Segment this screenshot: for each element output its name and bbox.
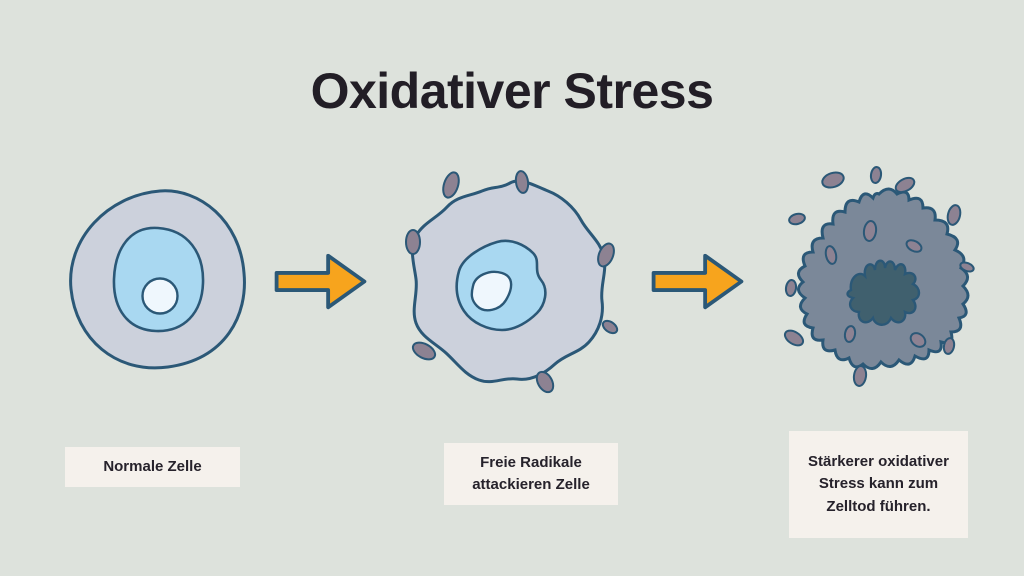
free-radical-icon [535,370,555,394]
free-radical-icon [959,261,975,273]
free-radical-icon [788,212,806,226]
cell-nucleus [846,259,921,326]
arrow-right-icon [651,253,744,310]
free-radical-icon [784,279,798,297]
free-radical-icon [405,229,421,255]
arrow-right-icon [274,253,367,310]
free-radical-icon [852,365,868,387]
free-radical-icon [869,166,883,184]
free-radical-icon [942,337,956,355]
free-radical-icon [442,171,460,199]
free-radical-icon [514,170,530,194]
stage-label-cell-death: Stärkerer oxidativer Stress kann zum Zel… [789,431,968,538]
attacked-cell-illustration [405,170,619,394]
dying-cell-illustration [783,166,975,387]
free-radical-icon [597,242,615,268]
free-radical-icon [601,319,619,335]
free-radical-icon [411,341,437,361]
cell-nucleolus [470,270,513,312]
free-radical-icon [843,325,857,343]
free-radical-icon [783,329,805,347]
stage-label-text: Normale Zelle [103,457,202,475]
page-title: Oxidativer Stress [310,63,714,119]
free-radical-icon [824,245,838,265]
free-radical-icon [821,171,845,189]
stage-label-text: Stärkerer oxidativer Stress kann zum Zel… [808,452,949,515]
cell-nucleolus [141,277,179,315]
free-radical-icon [905,239,923,253]
stage-label-normal-cell: Normale Zelle [65,447,240,487]
free-radical-icon [894,176,916,194]
stage-label-text: Freie Radikale attackieren Zelle [472,453,590,494]
normal-cell-illustration [69,189,246,370]
free-radical-icon [946,204,962,226]
free-radical-icon [862,220,878,242]
stage-label-attacked-cell: Freie Radikale attackieren Zelle [444,443,618,505]
free-radical-icon [909,332,927,348]
